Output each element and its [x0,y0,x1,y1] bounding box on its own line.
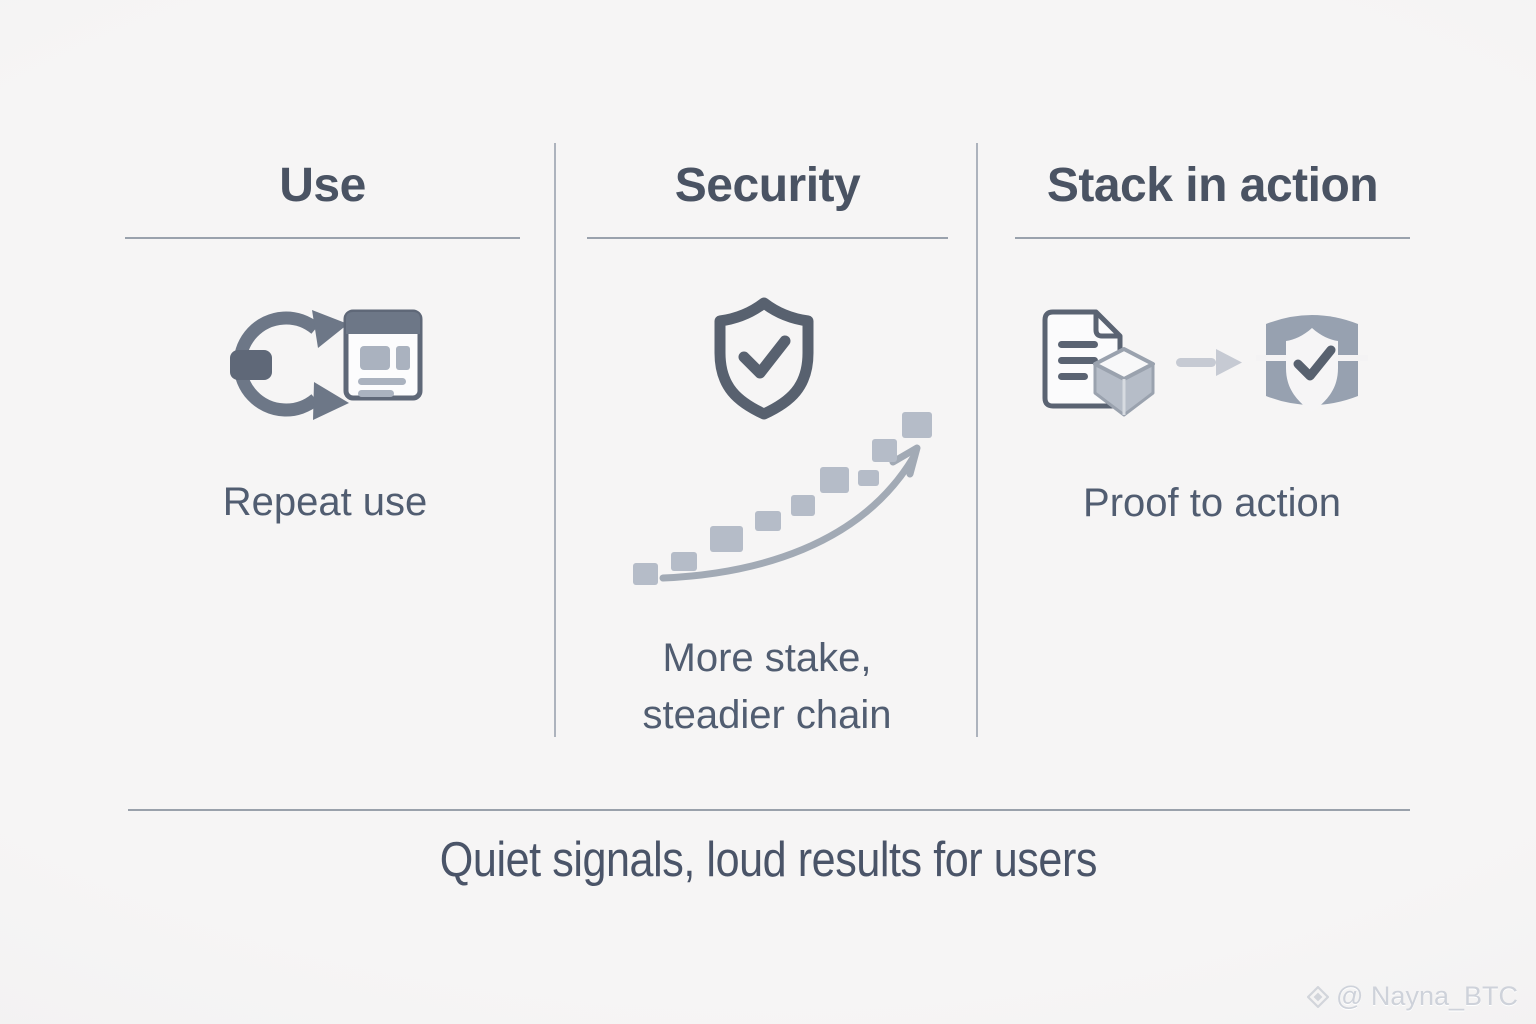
document-cube-icon [1042,309,1155,417]
caption-proof-to-action: Proof to action [1083,481,1341,525]
header-rule-use [125,237,520,239]
caption-repeat-use: Repeat use [222,480,428,524]
repeat-node [230,350,272,380]
header-rule-stack [1015,237,1410,239]
browser-card-icon [343,309,423,401]
column-title-stack-in-action: Stack in action [1046,159,1379,212]
verified-badge-icon [1256,315,1368,412]
diamond-logo-icon [1307,985,1330,1008]
rising-blocks-arrow-icon [633,412,932,585]
watermark: @ Nayna_BTC [1307,981,1518,1012]
arrow-right-icon [1176,349,1242,376]
footer-quote: Quiet signals, loud results for users [0,832,1536,888]
footer-quote-text: Quiet signals, loud results for users [439,833,1097,887]
header-rule-security [587,237,948,239]
cube-icon [1093,347,1155,417]
repeat-arrowhead-top [312,310,348,348]
column-title-security: Security [674,159,861,212]
watermark-text: @ Nayna_BTC [1336,981,1518,1011]
caption-more-stake: More stake, steadier chain [642,636,892,737]
shield-check-icon [714,297,814,420]
column-title-use: Use [279,159,366,212]
vertical-divider-left [554,143,556,737]
footer-rule [128,809,1410,811]
vertical-divider-right [976,143,978,737]
repeat-cycle-icon [230,309,423,420]
repeat-arrowhead-bottom [313,382,349,420]
